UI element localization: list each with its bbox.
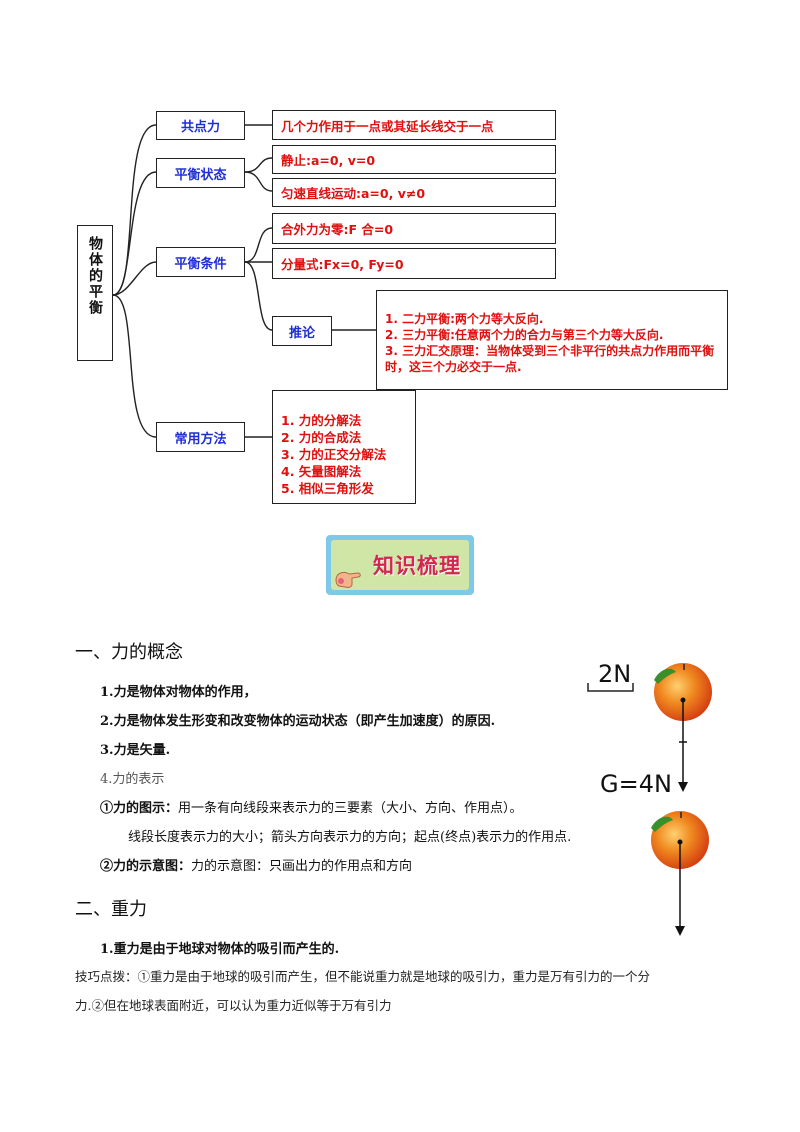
force-sketch-line: ②力的示意图：力的示意图：只画出力的作用点和方向 <box>100 855 412 874</box>
detail-state-rest: 静止:a=0, v=0 <box>272 145 556 174</box>
force-diagram-detail: 线段长度表示力的大小；箭头方向表示力的方向；起点(终点)表示力的作用点. <box>128 830 572 845</box>
section2-tip-line2: 力.②但在地球表面附近，可以认为重力近似等于万有引力 <box>75 998 392 1013</box>
detail-methods: 1. 力的分解法 2. 力的合成法 3. 力的正交分解法 4. 矢量图解法 5.… <box>272 390 416 504</box>
detail-state-uniform: 匀速直线运动:a=0, v≠0 <box>272 178 556 207</box>
section1-item4: 4.力的表示 <box>100 772 165 787</box>
detail-cond-net-text: 合外力为零:F 合=0 <box>281 222 394 237</box>
mindmap-root: 物体的平衡 <box>77 225 113 361</box>
force-diagram-label: ①力的图示： <box>100 801 179 816</box>
force-diagram-text: 用一条有向线段来表示力的三要素（大小、方向、作用点）。 <box>178 801 523 816</box>
category-pingheng-zhuangtai: 平衡状态 <box>156 158 245 188</box>
category-tuilun-label: 推论 <box>288 325 315 341</box>
section2-item1: 1.重力是由于地球对物体的吸引而产生的. <box>100 942 340 957</box>
section2-heading: 二、重力 <box>75 899 147 920</box>
force-figure <box>587 663 712 936</box>
apple-top-icon <box>654 663 712 721</box>
detail-gongdianli: 几个力作用于一点或其延长线交于一点 <box>272 110 556 140</box>
mindmap-connectors <box>112 124 376 438</box>
category-pingheng-zhuangtai-label: 平衡状态 <box>174 167 227 183</box>
section1-item1: 1.力是物体对物体的作用， <box>100 685 257 700</box>
knowledge-badge: 知识梳理 <box>326 535 474 595</box>
category-pingheng-tiaojian: 平衡条件 <box>156 247 245 277</box>
category-gongdianli-label: 共点力 <box>180 120 220 135</box>
category-tuilun: 推论 <box>272 316 332 346</box>
detail-tuilun-text: 1. 二力平衡:两个力等大反向. 2. 三力平衡:任意两个力的合力与第三个力等大… <box>385 312 715 374</box>
mindmap-root-label: 物体的平衡 <box>87 236 103 316</box>
detail-state-rest-text: 静止:a=0, v=0 <box>281 153 376 168</box>
section1-item2: 2.力是物体发生形变和改变物体的运动状态（即产生加速度）的原因. <box>100 714 496 729</box>
detail-cond-net: 合外力为零:F 合=0 <box>272 213 556 244</box>
detail-cond-components-text: 分量式:Fx=0, Fy=0 <box>281 257 404 272</box>
category-gongdianli: 共点力 <box>156 111 245 140</box>
detail-cond-components: 分量式:Fx=0, Fy=0 <box>272 248 556 279</box>
detail-methods-text: 1. 力的分解法 2. 力的合成法 3. 力的正交分解法 4. 矢量图解法 5.… <box>281 413 387 496</box>
force-sketch-text: 力的示意图：只画出力的作用点和方向 <box>191 859 413 874</box>
section2-tip-line1: 技巧点拨：①重力是由于地球的吸引而产生，但不能说重力就是地球的吸引力，重力是万有… <box>75 969 651 984</box>
force-sketch-label: ②力的示意图： <box>100 859 192 874</box>
detail-state-uniform-text: 匀速直线运动:a=0, v≠0 <box>281 186 426 201</box>
force-label: G=4N <box>600 770 672 798</box>
detail-gongdianli-text: 几个力作用于一点或其延长线交于一点 <box>281 118 494 134</box>
knowledge-badge-inner: 知识梳理 <box>331 540 469 590</box>
scale-label: 2N <box>598 660 632 688</box>
hand-icon <box>335 571 361 588</box>
category-changyong-label: 常用方法 <box>174 431 227 447</box>
section1-item3: 3.力是矢量. <box>100 743 171 758</box>
force-diagram-line: ①力的图示：用一条有向线段来表示力的三要素（大小、方向、作用点）。 <box>100 797 523 816</box>
category-changyong: 常用方法 <box>156 422 245 452</box>
knowledge-badge-label: 知识梳理 <box>373 554 461 578</box>
detail-tuilun: 1. 二力平衡:两个力等大反向. 2. 三力平衡:任意两个力的合力与第三个力等大… <box>376 290 728 390</box>
section1-heading: 一、力的概念 <box>75 642 183 663</box>
category-pingheng-tiaojian-label: 平衡条件 <box>174 256 227 272</box>
